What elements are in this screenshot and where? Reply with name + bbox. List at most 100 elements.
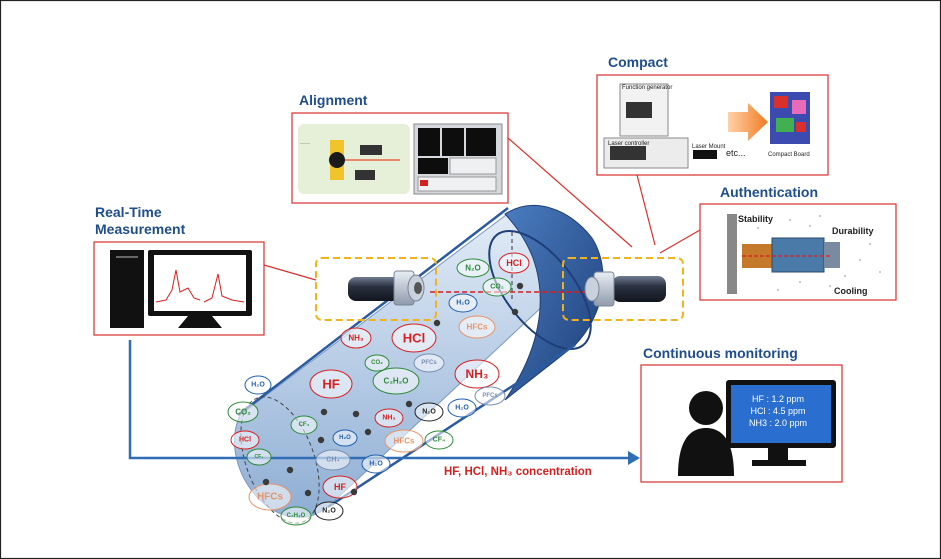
molecule-bubble (498, 252, 530, 274)
molecule-bubble (314, 501, 344, 521)
particle (511, 308, 519, 316)
molecule-m22: HFCs (384, 429, 424, 453)
molecule-label: HFCs (394, 437, 415, 446)
particle (433, 319, 441, 327)
molecule-bubble (280, 506, 312, 526)
pipe-far-end (504, 205, 604, 401)
molecule-m16: CF₄ (290, 415, 318, 435)
molecule-m13: C₂H₂O (372, 367, 420, 395)
molecule-m26: H₂O (361, 454, 391, 474)
molecule-bubble (482, 277, 512, 297)
molecule-bubble (414, 402, 444, 422)
molecule-m28: HFCs (248, 483, 292, 511)
molecule-label: HFCs (257, 492, 284, 503)
molecule-bubble (332, 429, 358, 447)
molecule-m9: PFCs (413, 353, 445, 373)
particle (320, 408, 328, 416)
molecule-bubble (361, 454, 391, 474)
concentration-label: HF, HCl, NH₃ concentration (444, 466, 592, 478)
compact-title: Compact (608, 54, 668, 70)
molecule-bubble (474, 386, 506, 406)
particle (317, 436, 325, 444)
laser-mount-image (693, 150, 717, 159)
molecule-label: CH₄ (326, 457, 339, 464)
particle (516, 282, 524, 290)
connector-lines (263, 137, 701, 281)
molecule-m18: N₂O (414, 402, 444, 422)
laser-mount-label: Laser Mount (692, 144, 726, 150)
molecule-label: H₂O (369, 461, 383, 468)
molecule-label: N₂O (422, 409, 436, 416)
molecule-label: H₂O (339, 435, 351, 441)
molecule-m20: HCl (230, 430, 260, 450)
molecule-label: PFCs (421, 360, 437, 366)
molecule-label: HF (322, 377, 339, 392)
molecule-label: HCl (239, 437, 251, 444)
particle (262, 478, 270, 486)
molecule-bubble (315, 449, 351, 471)
molecule-label: CF₄ (299, 422, 310, 428)
molecule-label: C₂H₂O (384, 377, 409, 386)
measurement-arrow (128, 340, 640, 465)
molecule-label: N₂O (465, 264, 481, 273)
molecule-bubble (391, 323, 437, 353)
spectrum-screen (154, 255, 246, 311)
durability-label: Durability (832, 226, 874, 236)
molecule-m10: NH₃ (454, 359, 500, 389)
molecule-bubble (454, 359, 500, 389)
molecule-m4: H₂O (448, 293, 478, 313)
molecule-bubble (230, 430, 260, 450)
molecule-m1: N₂O (456, 258, 490, 278)
alignment-panel: ····· (291, 112, 509, 204)
pc-tower (110, 250, 144, 328)
particle (304, 489, 312, 497)
molecule-bubble (372, 367, 420, 395)
molecule-bubble (248, 483, 292, 511)
molecule-bubble (322, 475, 358, 499)
molecule-bubble (227, 401, 259, 423)
continuous-monitoring-title: Continuous monitoring (643, 345, 798, 361)
operator-body (678, 428, 734, 476)
reading-nh3: NH3 : 2.0 ppm (749, 418, 807, 428)
molecule-bubble (309, 369, 353, 399)
reading-hcl: HCl : 4.5 ppm (750, 406, 805, 416)
molecule-bubble (244, 375, 272, 395)
molecule-bubble (448, 293, 478, 313)
molecule-bubble (424, 430, 454, 450)
molecule-label: CO₂ (490, 284, 504, 291)
molecule-bubble (458, 315, 496, 339)
compact-panel: Function generator Laser controller Lase… (596, 74, 829, 176)
molecule-label: H₂O (455, 405, 469, 412)
molecule-m2: HCl (498, 252, 530, 274)
molecule-bubble (447, 398, 477, 418)
molecule-label: NH₃ (348, 334, 364, 343)
molecule-label: N₂O (322, 508, 336, 515)
alignment-setup-image (298, 124, 410, 194)
setup-caption: ····· (300, 141, 310, 147)
molecule-bubble (384, 429, 424, 453)
alignment-title: Alignment (299, 92, 368, 108)
molecule-bubble (374, 408, 404, 428)
molecule-label: HF (334, 482, 346, 492)
molecule-bubble (456, 258, 490, 278)
molecule-label: CF₄ (433, 437, 446, 444)
molecule-bubble (340, 327, 372, 349)
molecule-label: NH₃ (382, 415, 395, 422)
molecule-m12: HF (309, 369, 353, 399)
operator-head (689, 391, 723, 425)
gas-pipe (234, 205, 604, 524)
realtime-title-line2: Measurement (95, 221, 186, 237)
molecule-bubble (413, 353, 445, 373)
molecule-m14: PFCs (474, 386, 506, 406)
molecule-m3: CO₂ (482, 277, 512, 297)
compact-arrow (728, 103, 768, 141)
molecule-label: H₂O (456, 300, 470, 307)
molecule-label: CO₂ (235, 408, 251, 417)
molecule-bubble (364, 354, 390, 372)
etc-label: etc... (726, 148, 746, 158)
molecule-label: H₂O (251, 382, 265, 389)
molecule-label: CF₄ (254, 454, 264, 460)
realtime-title-line1: Real-Time (95, 204, 162, 220)
